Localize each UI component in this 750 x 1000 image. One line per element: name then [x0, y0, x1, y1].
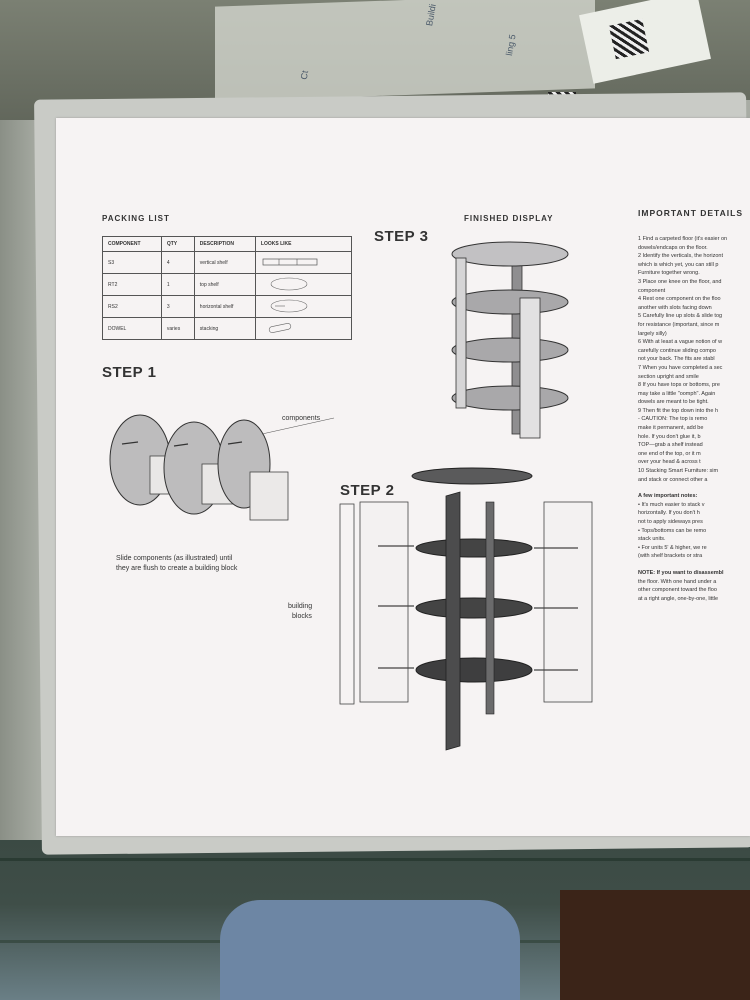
components-callout: components: [282, 415, 321, 422]
detail-line: dowels/endcaps on the floor.: [638, 244, 708, 251]
detail-line: one end of the top, or it m: [638, 450, 701, 457]
looks-like-cell: [254, 251, 353, 274]
detail-line: 5 Carefully line up slots & slide tog: [638, 313, 723, 320]
qr-code-icon: [608, 18, 650, 60]
looks-like-cell: [254, 273, 353, 296]
step1-caption-line2: they are flush to create a building bloc…: [116, 565, 238, 572]
step2-building-blocks-illustration: [339, 467, 593, 751]
step1-components-illustration: [109, 414, 335, 521]
table-row: DOWEL varies stacking: [102, 317, 353, 340]
col-header: DESCRIPTION: [193, 236, 256, 252]
cell: stacking: [193, 317, 256, 340]
packing-list-title: PACKING LIST: [102, 214, 170, 223]
detail-line: largely silly): [638, 330, 667, 337]
cell: 1: [160, 273, 195, 296]
detail-line: at a right angle, one-by-one, little: [638, 595, 719, 602]
glass-edge-line: [0, 858, 750, 861]
detail-line: 6 With at least a vague notion of w: [638, 339, 723, 346]
cell: 3: [160, 295, 195, 318]
detail-line: A few important notes:: [638, 493, 698, 500]
step1-title: STEP 1: [102, 364, 157, 381]
cell: vertical shelf: [193, 251, 256, 274]
detail-line: another with slots facing down: [638, 304, 712, 311]
detail-line: 2 Identify the verticals, the horizont: [638, 253, 723, 260]
detail-line: component: [638, 287, 666, 294]
detail-line: horizontally. If you don't h: [638, 510, 700, 517]
cell: RS2: [102, 295, 162, 318]
map-label: Ct: [298, 69, 311, 81]
person-legs: [220, 900, 520, 1000]
detail-line: 4 Rest one component on the floo: [638, 296, 721, 303]
cell: S3: [102, 251, 162, 274]
detail-line: TOP—grab a shelf instead: [638, 442, 703, 449]
cell: top shelf: [193, 273, 256, 296]
detail-line: section upright and smile: [638, 373, 699, 380]
wood-floor: [560, 890, 750, 1000]
detail-line: 3 Place one knee on the floor, and: [638, 278, 722, 285]
detail-line: and stack or connect other a: [638, 476, 708, 483]
detail-line: over your head & across t: [638, 459, 701, 466]
table-row: RS2 3 horizontal shelf: [102, 295, 353, 318]
col-header: QTY: [160, 236, 195, 252]
detail-line: • Tops/bottoms can be remo: [638, 527, 707, 534]
detail-line: 7 When you have completed a sec: [638, 364, 723, 371]
detail-line: [638, 562, 750, 569]
detail-line: stack units.: [638, 536, 666, 543]
vertical-shelf-icon: [262, 258, 318, 265]
looks-like-cell: [254, 317, 353, 340]
step2-title: STEP 2: [340, 482, 395, 499]
cell: RT2: [102, 273, 162, 296]
detail-line: not your back. The fits are stabl: [638, 356, 715, 363]
table-row: RT2 1 top shelf: [102, 273, 353, 296]
col-header: LOOKS LIKE: [254, 236, 353, 252]
col-header: COMPONENT: [102, 236, 162, 252]
horizontal-shelf-icon: [270, 299, 308, 312]
detail-line: not to apply sideways pres: [638, 519, 703, 525]
detail-line: dowels are meant to be tight.: [638, 399, 709, 406]
building-blocks-callout-line1: building: [288, 603, 313, 610]
detail-line: • For units 5' & higher, we re: [638, 544, 707, 551]
detail-line: may take a little "oomph". Again: [638, 390, 716, 397]
cell: horizontal shelf: [193, 295, 256, 318]
important-details-list: 1 Find a carpeted floor (it's easier on …: [638, 236, 750, 756]
step1-caption-line1: Slide components (as illustrated) until: [116, 555, 233, 562]
detail-line: • It's much easier to stack v: [638, 501, 705, 508]
detail-line: (with shelf brackets or stra: [638, 553, 703, 560]
finished-display-heading: FINISHED DISPLAY: [464, 214, 554, 223]
step3-title: STEP 3: [374, 228, 429, 245]
detail-line: Furniture together wrong.: [638, 270, 700, 277]
detail-line: 1 Find a carpeted floor (it's easier on: [638, 236, 728, 242]
table-row: S3 4 vertical shelf: [102, 251, 353, 274]
detail-line: 10 Stacking Smart Furniture: sim: [638, 468, 719, 475]
detail-line: 8 If you have tops or bottoms, pre: [638, 382, 720, 389]
cell: DOWEL: [102, 317, 162, 340]
detail-line: - CAUTION: The top is remo: [638, 416, 708, 423]
detail-line: for resistance (important, since m: [638, 321, 720, 328]
detail-line: make it permanent, add be: [638, 425, 704, 432]
cell: 4: [160, 251, 195, 274]
building-blocks-callout-line2: blocks: [292, 613, 312, 620]
finished-display-illustration: [451, 241, 569, 439]
important-details-title: IMPORTANT DETAILS: [638, 208, 743, 218]
packing-list-table: COMPONENT QTY DESCRIPTION LOOKS LIKE S3 …: [102, 236, 353, 340]
background-map-paper: [215, 0, 595, 102]
cell: varies: [160, 317, 195, 340]
detail-line: other component toward the floo: [638, 587, 717, 594]
detail-line: carefully continue sliding compo: [638, 347, 716, 354]
detail-line: 9 Then fit the top down into the h: [638, 407, 719, 414]
detail-line: NOTE: If you want to disassembl: [638, 569, 724, 576]
looks-like-cell: [254, 295, 353, 318]
top-shelf-icon: [270, 277, 308, 290]
detail-line: [638, 485, 750, 492]
instruction-sheet: PACKING LIST COMPONENT QTY DESCRIPTION L…: [56, 118, 750, 836]
detail-line: the floor. With one hand under a: [638, 578, 717, 585]
dowel-icon: [268, 322, 292, 333]
detail-line: which is which yet, you can still p: [638, 261, 719, 268]
detail-line: hole. If you don't glue it, b: [638, 433, 701, 440]
table-header-row: COMPONENT QTY DESCRIPTION LOOKS LIKE: [102, 236, 353, 252]
